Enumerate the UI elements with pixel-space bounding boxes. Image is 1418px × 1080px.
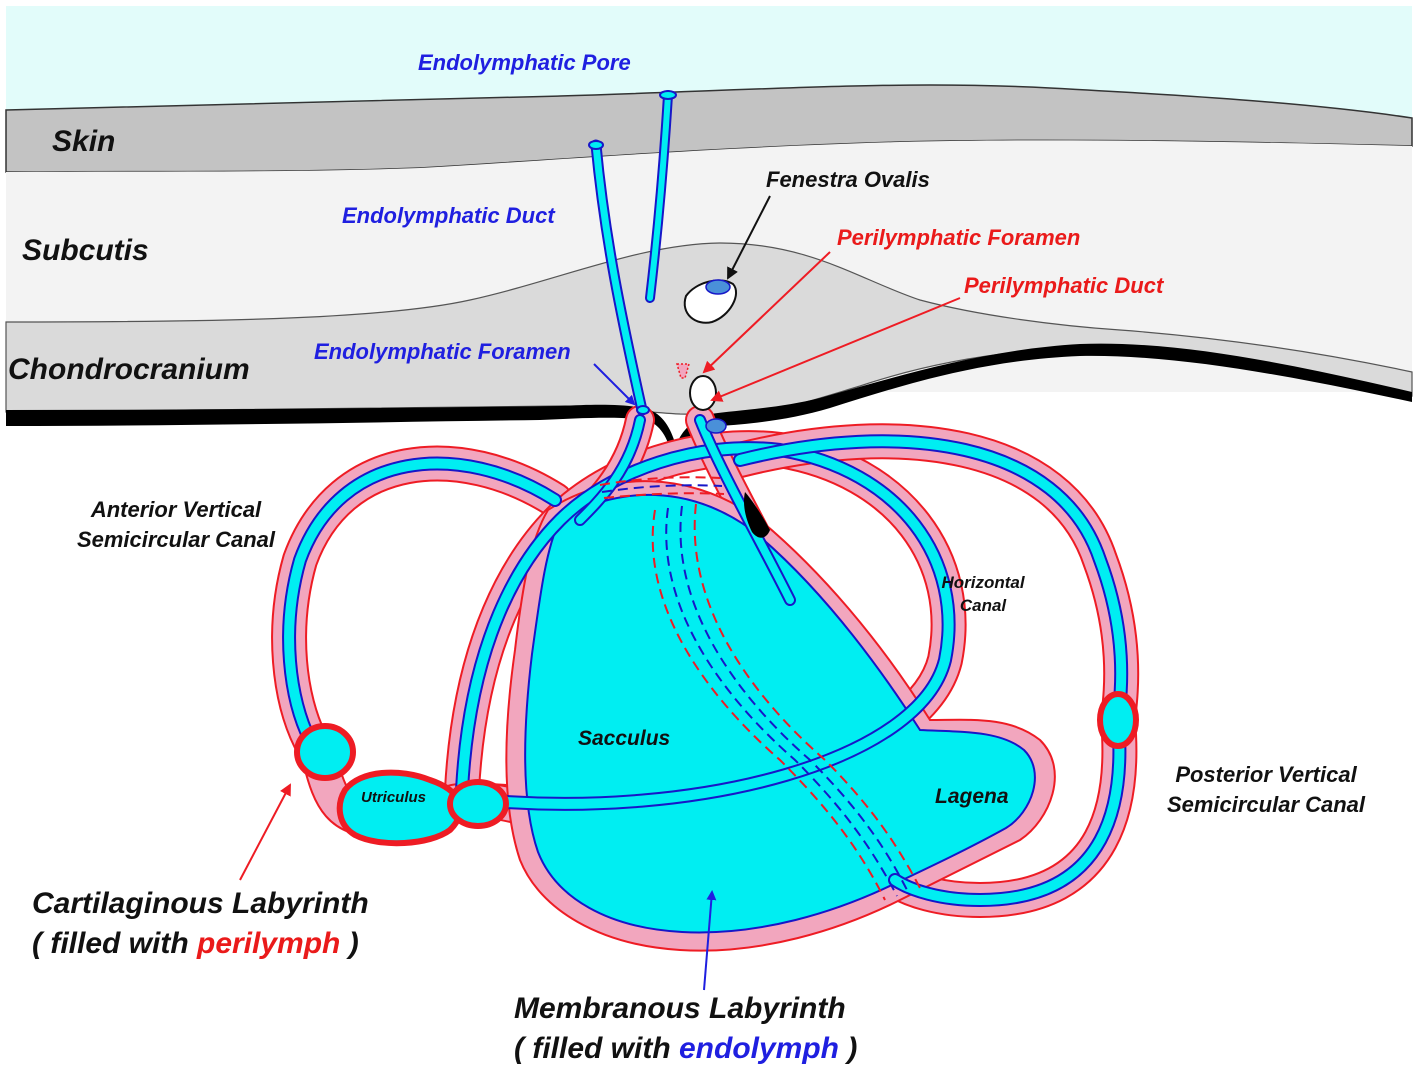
utriculus-ampulla [447, 779, 509, 829]
perilymphatic-foramen-label: Perilymphatic Foramen [837, 225, 1081, 250]
chondrocranium-label: Chondrocranium [8, 353, 250, 386]
horizontal-canal-label: Horizontal Canal [928, 572, 1038, 618]
membranous-title: Membranous Labyrinth [514, 992, 846, 1025]
sacculus-inner [524, 493, 1036, 934]
endolymphatic-pore-label: Endolymphatic Pore [418, 50, 631, 75]
endolymph-word: endolymph [679, 1031, 840, 1065]
perilymph-word: perilymph [197, 926, 341, 960]
sacculus-label: Sacculus [578, 727, 671, 750]
posterior-ampulla [1097, 691, 1139, 749]
skin-label: Skin [52, 125, 116, 158]
utriculus-label: Utriculus [361, 789, 427, 806]
posterior-canal-line2: Semicircular Canal [1166, 791, 1366, 817]
cartilaginous-prefix: ( filled with [32, 926, 197, 960]
lagena-label: Lagena [935, 785, 1009, 808]
posterior-canal-label: Posterior Vertical Semicircular Canal [1148, 760, 1384, 819]
horizontal-canal-line2: Canal [959, 595, 1007, 615]
dashed-canal-lines [599, 476, 921, 901]
membranous-suffix: ) [839, 1031, 858, 1065]
perilymphatic-patch [705, 418, 727, 434]
perilymphatic-duct [689, 375, 717, 411]
endolymphatic-pore [659, 90, 677, 100]
cartilaginous-subtitle: ( filled with perilymph ) [32, 924, 369, 964]
perilymphatic-duct-label: Perilymphatic Duct [964, 273, 1164, 298]
membranous-subtitle: ( filled with endolymph ) [514, 1029, 857, 1069]
utriculus-body [336, 769, 464, 847]
cartilaginous-suffix: ) [340, 926, 359, 960]
subcutis-label: Subcutis [22, 234, 149, 267]
fenestra-ovalis-patch [705, 279, 731, 295]
anterior-canal-label: Anterior Vertical Semicircular Canal [60, 495, 292, 554]
anterior-canal-line2: Semicircular Canal [76, 526, 276, 552]
perilymphatic-sac [743, 492, 770, 538]
membranous-labyrinth [282, 414, 1129, 907]
endolymphatic-foramen [636, 405, 650, 415]
fenestra-ovalis-label: Fenestra Ovalis [766, 167, 930, 192]
membranous-prefix: ( filled with [514, 1031, 679, 1065]
perilymphatic-foramen [676, 363, 690, 379]
endolymphatic-pore-2 [588, 140, 604, 150]
endolymphatic-duct [590, 90, 673, 416]
label-arrows [239, 195, 961, 991]
endolymphatic-foramen-label: Endolymphatic Foramen [314, 339, 571, 364]
anterior-ampulla [294, 723, 356, 781]
endolymphatic-duct-label: Endolymphatic Duct [342, 203, 555, 228]
cartilaginous-labyrinth-caption: Cartilaginous Labyrinth ( filled with pe… [32, 884, 369, 964]
horizontal-canal-line1: Horizontal [941, 573, 1025, 592]
cartilaginous-title: Cartilaginous Labyrinth [32, 887, 369, 920]
anterior-canal-line1: Anterior Vertical [90, 497, 262, 522]
membranous-labyrinth-caption: Membranous Labyrinth ( filled with endol… [514, 989, 857, 1069]
posterior-canal-line1: Posterior Vertical [1175, 762, 1357, 787]
